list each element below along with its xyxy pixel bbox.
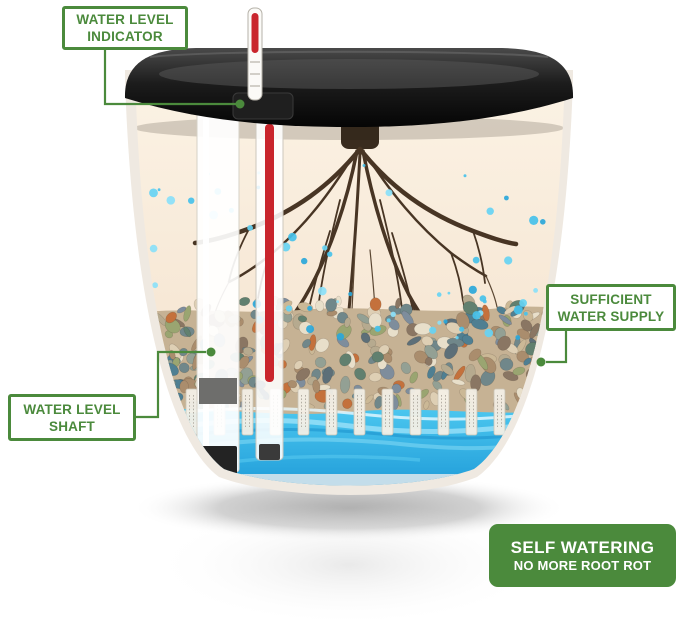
rim-cast-shadow [136, 116, 564, 140]
leader-dot-indicator [235, 99, 245, 109]
ground-reflection [149, 503, 549, 627]
callout-label-line: SUFFICIENT [570, 291, 652, 307]
leader-dot-shaft [206, 347, 216, 357]
rim-top-sheen [149, 50, 549, 58]
water-level-shaft-tube [196, 107, 240, 476]
cutaway-interior [136, 100, 564, 486]
water-level-indicator-assembly [232, 7, 294, 120]
self-watering-badge: SELF WATERING NO MORE ROOT ROT [489, 524, 676, 587]
callout-sufficient-water-supply: SUFFICIENT WATER SUPPLY [546, 284, 676, 331]
callout-label-line: SHAFT [49, 418, 95, 434]
leader-dot-supply [536, 357, 546, 367]
badge-title: SELF WATERING [510, 538, 655, 557]
pot-bottom-edge [136, 474, 564, 486]
indicator-tube [255, 109, 284, 461]
indicator-tick-marks [250, 61, 260, 87]
callout-label-line: WATER LEVEL [23, 401, 121, 417]
callout-label-line: WATER LEVEL [76, 12, 174, 27]
rim-inner-highlight [159, 59, 539, 89]
callout-water-level-indicator: WATER LEVEL INDICATOR [62, 6, 188, 50]
leader-water-level-indicator [103, 50, 236, 106]
callout-label-line: INDICATOR [87, 29, 163, 44]
callout-water-level-shaft: WATER LEVEL SHAFT [8, 394, 136, 441]
badge-subtitle: NO MORE ROOT ROT [513, 558, 652, 573]
callout-label-line: WATER SUPPLY [557, 308, 665, 324]
leader-sufficient-water-supply [546, 331, 568, 364]
indicator-mount [232, 92, 294, 120]
indicator-red-level [251, 13, 259, 53]
leader-water-level-shaft [136, 350, 206, 419]
water-droplet-dots [149, 164, 546, 341]
shaft-float [199, 378, 237, 404]
leader-lines [103, 50, 568, 419]
indicator-red-stripe [265, 124, 274, 382]
